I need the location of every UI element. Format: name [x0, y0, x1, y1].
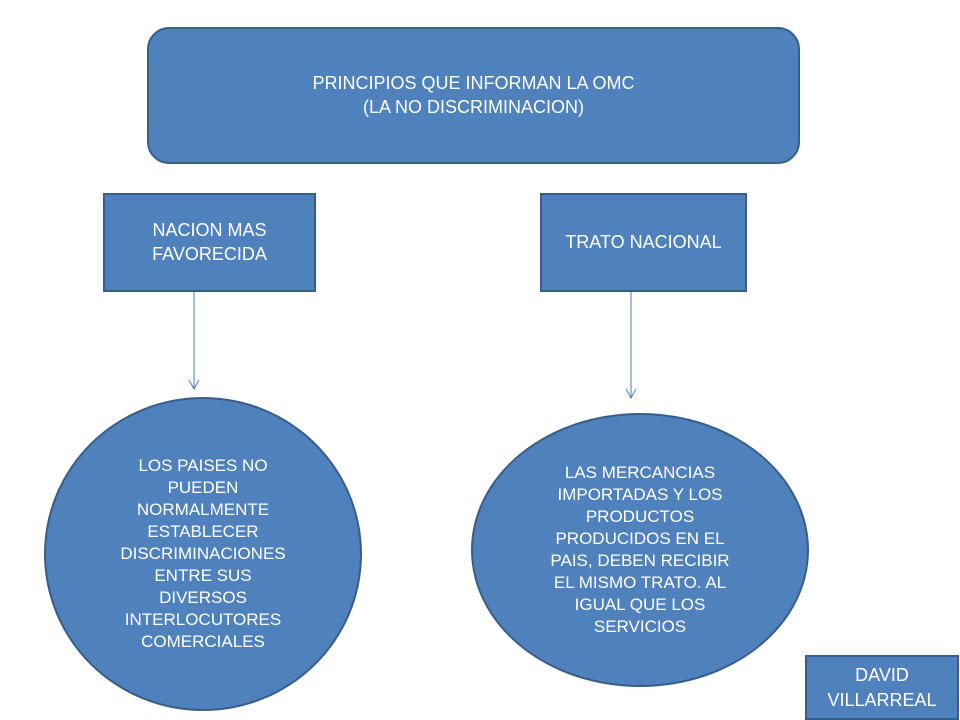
national-treatment-box: TRATO NACIONAL: [540, 193, 747, 292]
author-line: VILLARREAL: [827, 689, 937, 710]
description-line: ESTABLECER: [147, 521, 259, 541]
national-treatment-label: TRATO NACIONAL: [565, 231, 722, 252]
principles-title-line-1: PRINCIPIOS QUE INFORMAN LA OMC: [312, 73, 635, 94]
description-line: NORMALMENTE: [136, 499, 270, 519]
author-box: DAVID VILLARREAL: [805, 655, 959, 720]
description-line: PAIS, DEBEN RECIBIR: [550, 551, 730, 570]
description-line: PRODUCIDOS EN EL: [555, 528, 725, 548]
most-favored-nation-description-ellipse: LOS PAISES NO PUEDEN NORMALMENTE ESTABLE…: [44, 397, 362, 711]
description-line: DIVERSOS: [159, 588, 247, 608]
description-line: DISCRIMINACIONES: [120, 543, 286, 563]
most-favored-nation-box: NACION MAS FAVORECIDA: [103, 193, 316, 292]
most-favored-nation-label-line: NACION MAS: [152, 220, 267, 241]
arrow-tn-to-description: [625, 292, 637, 400]
principles-title-box: PRINCIPIOS QUE INFORMAN LA OMC (LA NO DI…: [147, 27, 800, 164]
principles-title-line-2: (LA NO DISCRIMINACION): [362, 96, 585, 117]
description-line: IMPORTADAS Y LOS: [557, 484, 723, 504]
description-line: INTERLOCUTORES: [124, 610, 282, 630]
national-treatment-description-ellipse: LAS MERCANCIAS IMPORTADAS Y LOS PRODUCTO…: [471, 413, 809, 687]
description-line: SERVICIOS: [593, 617, 687, 637]
arrow-mfn-to-description: [188, 292, 200, 391]
most-favored-nation-label-line: FAVORECIDA: [152, 243, 267, 264]
description-line: EL MISMO TRATO. AL: [553, 573, 727, 593]
description-line: ENTRE SUS: [154, 566, 252, 586]
author-line: DAVID: [855, 665, 909, 686]
description-line: LOS PAISES NO: [138, 455, 268, 475]
description-line: IGUAL QUE LOS: [574, 595, 706, 615]
description-line: PUEDEN: [167, 477, 239, 497]
description-line: COMERCIALES: [141, 632, 265, 652]
description-line: LAS MERCANCIAS: [564, 462, 716, 482]
description-line: PRODUCTOS: [585, 506, 695, 526]
